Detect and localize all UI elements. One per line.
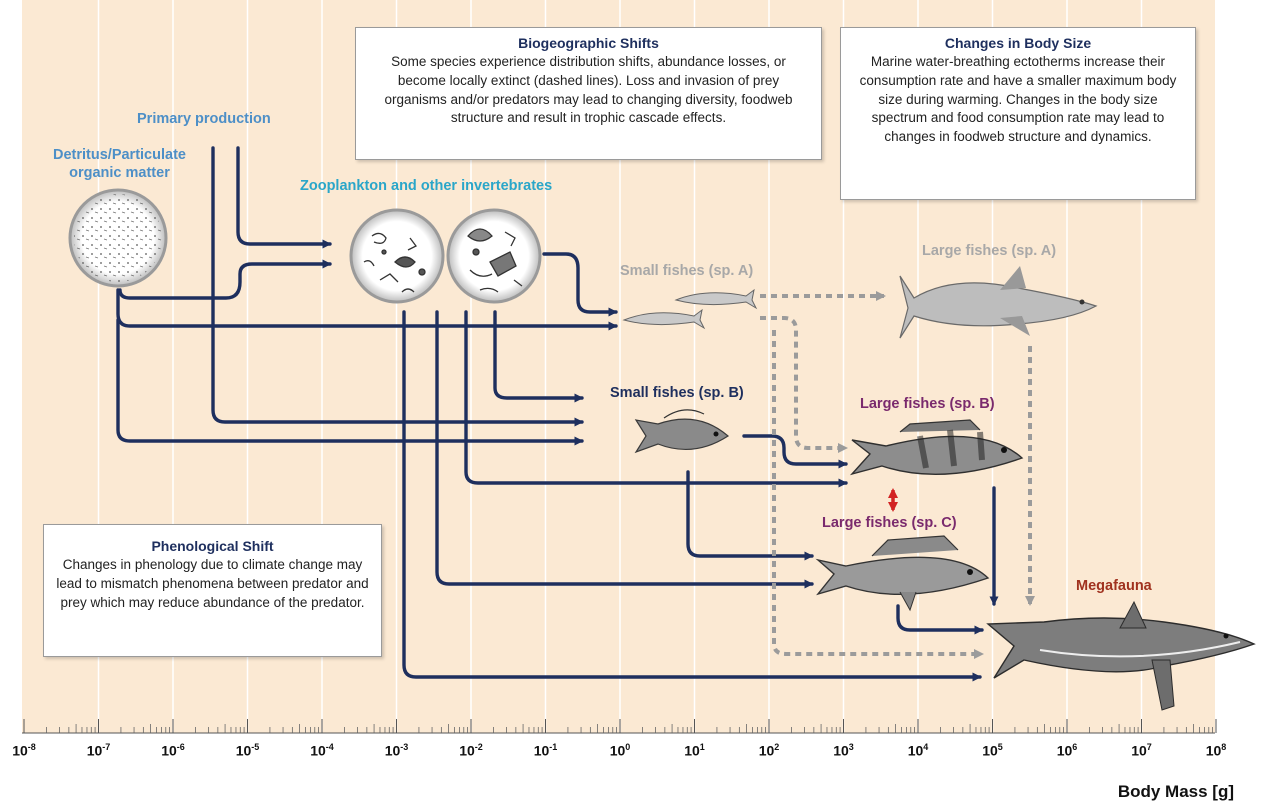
x-tick-label: 107 [1131,742,1152,759]
x-tick-base: 10 [87,743,103,759]
phenological-shift-title: Phenological Shift [54,537,371,556]
x-tick-base: 10 [759,743,775,759]
x-tick-label: 108 [1206,742,1227,759]
x-tick-exponent: 6 [1072,742,1077,752]
x-tick-label: 10-8 [12,742,36,759]
megafauna-label: Megafauna [1076,578,1152,594]
x-tick-base: 10 [459,743,475,759]
x-tick-label: 100 [610,742,631,759]
x-tick-base: 10 [1206,743,1222,759]
large-fish-c-label: Large fishes (sp. C) [822,515,957,531]
detritus-label-line2: organic matter [53,164,186,182]
x-tick-exponent: 5 [998,742,1003,752]
x-tick-exponent: -1 [549,742,557,752]
x-tick-base: 10 [908,743,924,759]
x-tick-exponent: -4 [326,742,334,752]
x-tick-base: 10 [161,743,177,759]
x-axis-title: Body Mass [g] [1118,782,1234,802]
x-tick-label: 10-4 [310,742,334,759]
body-size-box: Changes in Body Size Marine water-breath… [840,27,1196,200]
body-size-title: Changes in Body Size [851,34,1185,53]
x-tick-exponent: -3 [400,742,408,752]
x-tick-label: 10-6 [161,742,185,759]
x-tick-exponent: -6 [177,742,185,752]
x-tick-label: 106 [1057,742,1078,759]
zooplankton-icon [351,210,443,302]
x-tick-label: 10-5 [236,742,260,759]
x-tick-label: 101 [684,742,705,759]
large-fish-a-label: Large fishes (sp. A) [922,243,1056,259]
biogeographic-shifts-box: Biogeographic Shifts Some species experi… [355,27,822,160]
x-tick-exponent: -7 [102,742,110,752]
biogeographic-shifts-title: Biogeographic Shifts [366,34,811,53]
x-tick-base: 10 [12,743,28,759]
x-tick-base: 10 [1131,743,1147,759]
detritus-label-line1: Detritus/Particulate [53,146,186,164]
x-tick-label: 10-1 [534,742,558,759]
x-tick-exponent: -8 [28,742,36,752]
x-tick-base: 10 [534,743,550,759]
zooplankton-label: Zooplankton and other invertebrates [300,178,552,194]
biogeographic-shifts-text: Some species experience distribution shi… [366,53,811,128]
x-tick-label: 10-2 [459,742,483,759]
x-tick-exponent: 4 [923,742,928,752]
x-tick-base: 10 [982,743,998,759]
x-tick-base: 10 [610,743,626,759]
x-tick-base: 10 [385,743,401,759]
body-size-text: Marine water-breathing ectotherms increa… [851,53,1185,146]
phenological-shift-text: Changes in phenology due to climate chan… [54,556,371,612]
x-tick-label: 102 [759,742,780,759]
x-tick-label: 10-3 [385,742,409,759]
x-tick-base: 10 [310,743,326,759]
x-tick-label: 103 [833,742,854,759]
x-tick-exponent: -2 [475,742,483,752]
x-tick-base: 10 [833,743,849,759]
x-tick-exponent: 7 [1147,742,1152,752]
x-tick-base: 10 [236,743,252,759]
x-tick-exponent: 0 [625,742,630,752]
x-tick-exponent: 3 [849,742,854,752]
invertebrates-icon [448,210,540,302]
x-tick-exponent: 1 [700,742,705,752]
phenological-shift-box: Phenological Shift Changes in phenology … [43,524,382,657]
x-tick-base: 10 [1057,743,1073,759]
small-fish-a-label: Small fishes (sp. A) [620,263,753,279]
x-tick-exponent: -5 [251,742,259,752]
x-tick-exponent: 8 [1221,742,1226,752]
small-fish-b-label: Small fishes (sp. B) [610,385,744,401]
primary-production-label: Primary production [137,111,271,127]
x-tick-label: 10-7 [87,742,111,759]
x-tick-label: 105 [982,742,1003,759]
detritus-label: Detritus/Particulate organic matter [53,146,186,182]
x-tick-label: 104 [908,742,929,759]
large-fish-b-label: Large fishes (sp. B) [860,396,995,412]
x-tick-exponent: 2 [774,742,779,752]
detritus-particles-icon [70,190,166,286]
x-tick-base: 10 [684,743,700,759]
